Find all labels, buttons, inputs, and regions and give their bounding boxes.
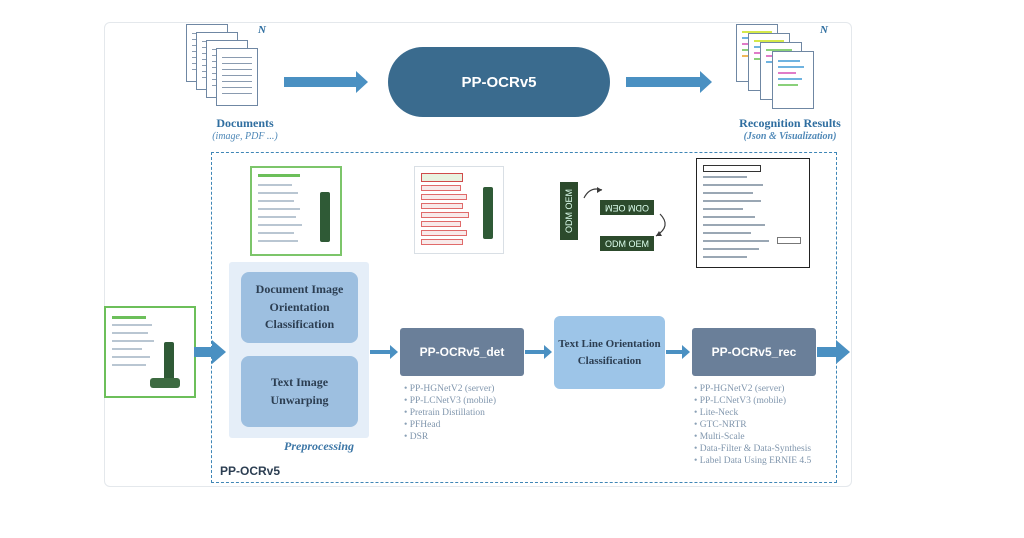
arrow-det-to-tlc-icon — [525, 345, 552, 359]
det-feature-list: PP-HGNetV2 (server) PP-LCNetV3 (mobile) … — [404, 383, 496, 443]
results-sub-label: (Json & Visualization) — [743, 131, 837, 142]
results-count-label: N — [820, 24, 828, 36]
det-model-box: PP-OCRv5_det — [400, 328, 524, 376]
results-label: Recognition Results — [739, 116, 841, 130]
result-page — [772, 51, 814, 109]
rec-feature-item: GTC-NRTR — [694, 419, 811, 431]
rec-feature-item: PP-HGNetV2 (server) — [694, 383, 811, 395]
rec-feature-item: Multi-Scale — [694, 431, 811, 443]
arrow-tlc-to-rec-icon — [666, 345, 690, 359]
det-feature-item: PP-LCNetV3 (mobile) — [404, 395, 496, 407]
preprocessing-label: Preprocessing — [284, 439, 354, 453]
arrow-rec-to-output-icon — [817, 340, 850, 364]
pp-ocrv5-title-pill: PP-OCRv5 — [388, 47, 610, 117]
rec-feature-item: PP-LCNetV3 (mobile) — [694, 395, 811, 407]
documents-label: Documents — [216, 116, 274, 130]
document-orientation-box: Document Image Orientation Classificatio… — [241, 272, 358, 343]
rotate-arrow-bottom-icon — [655, 213, 666, 237]
text-line-crop-vertical: ODM OEM — [560, 182, 578, 240]
pipeline-region — [211, 152, 837, 483]
rec-model-box: PP-OCRv5_rec — [692, 328, 816, 376]
det-feature-item: PP-HGNetV2 (server) — [404, 383, 496, 395]
results-stack-icon — [736, 24, 826, 114]
rec-feature-list: PP-HGNetV2 (server) PP-LCNetV3 (mobile) … — [694, 383, 812, 467]
documents-sub-label: (image, PDF ...) — [212, 131, 278, 142]
text-image-unwarping-box: Text Image Unwarping — [241, 356, 358, 427]
text-line-crop-text: ODM OEM — [605, 238, 649, 249]
text-line-crop-upside-down: ODM OEM — [600, 200, 654, 215]
rec-feature-item: Lite-Neck — [694, 407, 811, 419]
documents-count-label: N — [258, 24, 266, 36]
arrow-input-to-preprocessing-icon — [194, 340, 226, 364]
rec-feature-item: Data-Filter & Data-Synthesis — [694, 443, 811, 455]
arrow-prep-to-det-icon — [370, 345, 398, 359]
documents-stack-icon — [186, 24, 266, 114]
text-line-orientation-box: Text Line Orientation Classification — [554, 316, 665, 389]
pipeline-label: PP-OCRv5 — [220, 464, 281, 478]
recognition-sample-thumbnail — [696, 158, 810, 268]
text-line-crop-upright: ODM OEM — [600, 236, 654, 251]
arrow-documents-to-pill-icon — [284, 71, 368, 93]
detection-sample-thumbnail — [414, 166, 504, 254]
arrow-pill-to-results-icon — [626, 71, 712, 93]
rotate-arrow-bottom-head-icon — [656, 231, 662, 236]
det-feature-item: DSR — [404, 431, 496, 443]
det-feature-item: PFHead — [404, 419, 496, 431]
rotate-arrow-top-head-icon — [597, 187, 602, 193]
rec-feature-item: Label Data Using ERNIE 4.5 — [694, 455, 812, 467]
det-feature-item: Pretrain Distillation — [404, 407, 496, 419]
preprocessing-group: Document Image Orientation Classificatio… — [229, 262, 369, 438]
document-page — [216, 48, 258, 106]
sample-document-thumbnail — [250, 166, 342, 256]
